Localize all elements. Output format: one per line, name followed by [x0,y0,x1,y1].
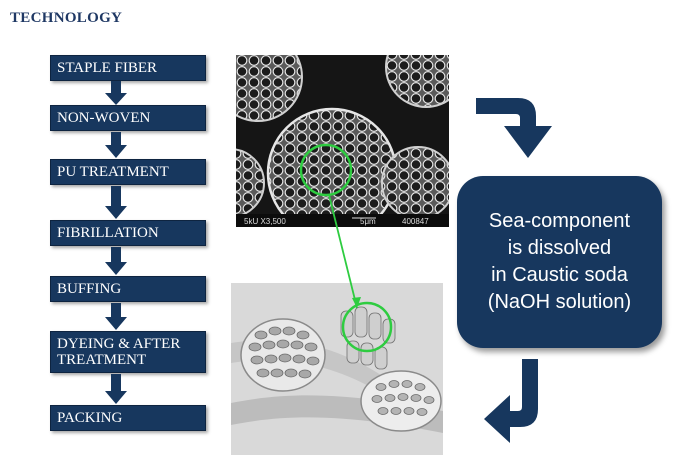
down-arrow-icon [105,132,127,158]
step-non-woven: NON-WOVEN [50,105,206,131]
sem-caption-scale: 5μm [360,217,376,226]
curved-arrow-down-left-icon [484,359,538,443]
sem-highlight-circle [299,143,353,197]
page-title: TECHNOLOGY [10,10,123,26]
fiber-bundle-illustration [231,283,443,455]
step-label: DYEING & AFTER TREATMENT [57,336,181,368]
step-buffing: BUFFING [50,276,206,302]
down-arrow-icon [105,81,127,105]
sem-caption-id: 400847 [402,217,429,226]
step-pu-treatment: PU TREATMENT [50,159,206,185]
sem-micrograph: 5kU X3,500 5μm 400847 [236,55,449,227]
step-label: BUFFING [57,281,122,297]
connector-arrowhead-icon [352,297,361,308]
fiber-bundle-drawing [231,283,443,455]
step-packing: PACKING [50,405,206,431]
curved-arrow-right-down-icon [476,98,552,158]
sem-caption-magnification: 5kU X3,500 [244,217,286,226]
step-label: NON-WOVEN [57,110,151,126]
sem-micrograph-drawing: 5kU X3,500 5μm 400847 [236,55,449,227]
step-dyeing-after-treatment: DYEING & AFTER TREATMENT [50,331,206,373]
down-arrow-icon [105,374,127,404]
step-label: FIBRILLATION [57,225,159,241]
step-label: PACKING [57,410,123,426]
step-staple-fiber: STAPLE FIBER [50,55,206,81]
step-fibrillation: FIBRILLATION [50,220,206,246]
connector-line [328,194,358,309]
down-arrow-icon [105,247,127,275]
step-label: STAPLE FIBER [57,60,158,76]
dissolution-callout: Sea-component is dissolved in Caustic so… [457,176,662,348]
callout-text: Sea-component is dissolved in Caustic so… [487,210,632,313]
down-arrow-icon [105,303,127,330]
step-label: PU TREATMENT [57,164,169,180]
down-arrow-icon [105,186,127,219]
bundle-highlight-circle [341,301,393,353]
